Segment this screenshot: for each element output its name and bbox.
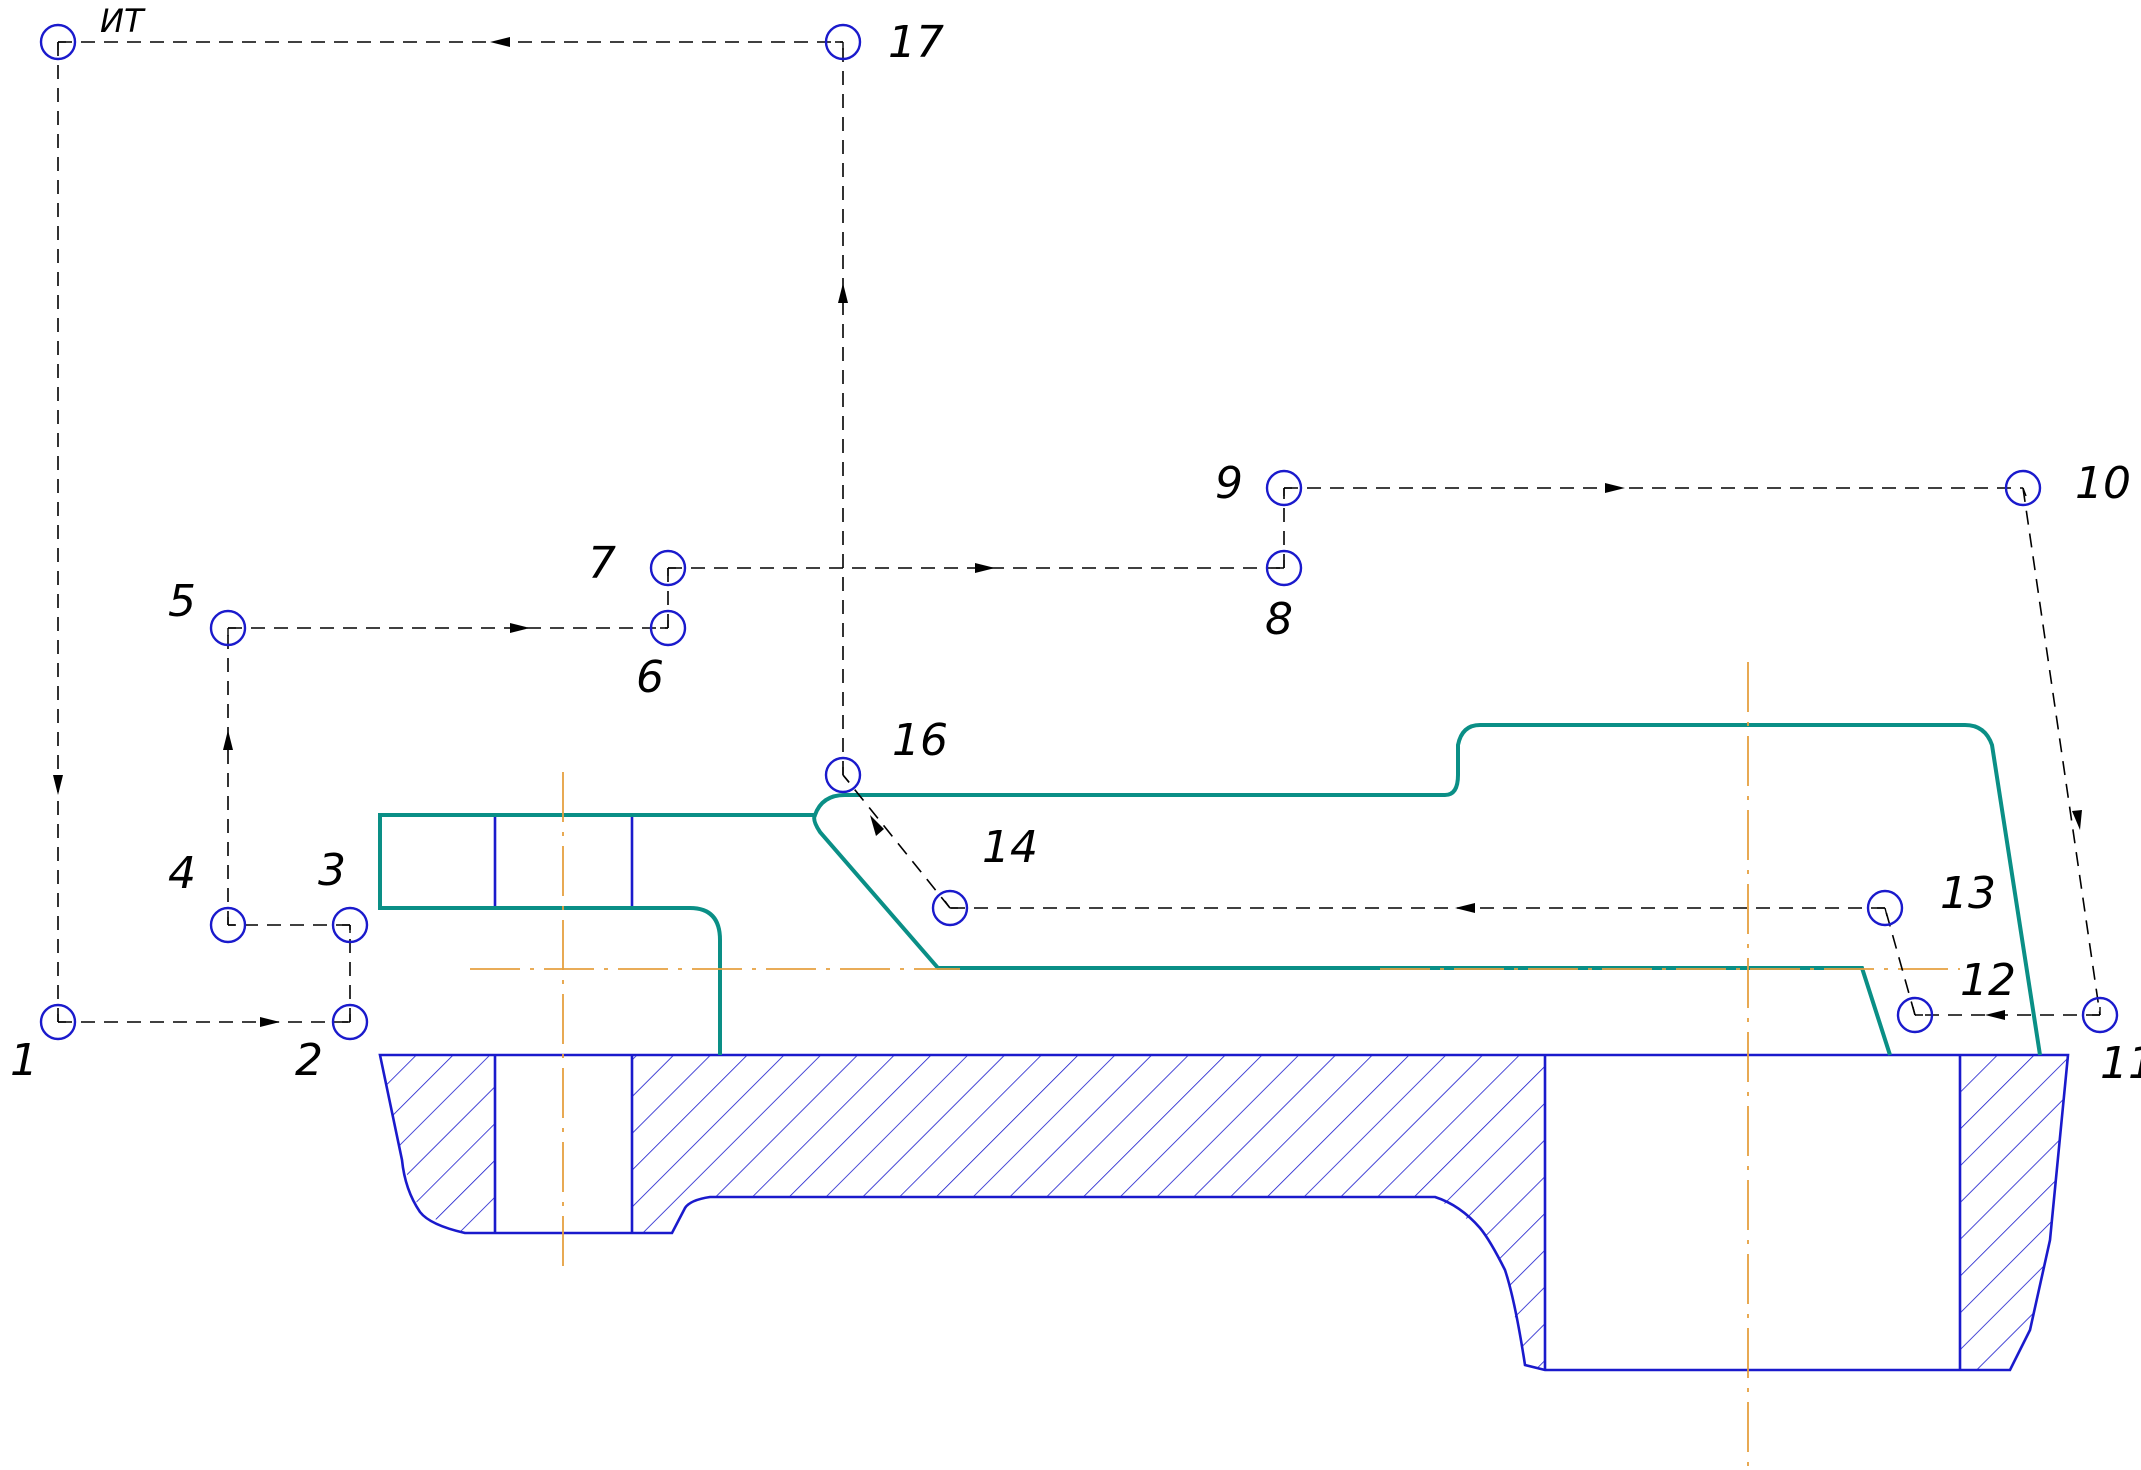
arrow-right-7-8	[975, 563, 995, 573]
arrow-down-10-11	[2072, 810, 2082, 830]
label-7: 7	[588, 538, 616, 589]
hatch-left	[380, 1055, 495, 1233]
direction-arrows	[53, 37, 2082, 1027]
label-2: 2	[295, 1035, 323, 1086]
arrow-left-11-12	[1985, 1010, 2005, 1020]
blank-contour	[378, 723, 2042, 1056]
node-7	[649, 549, 687, 587]
hatch-middle	[632, 1055, 1545, 1370]
center-axes	[470, 662, 1960, 1470]
node-2	[331, 1003, 369, 1041]
hatch-right	[1960, 1055, 2068, 1370]
node-3	[331, 906, 369, 944]
blank-outline	[378, 723, 2042, 1056]
node-17	[824, 23, 862, 61]
node-6	[649, 609, 687, 647]
hatch-sections	[380, 1055, 2068, 1370]
node-10	[2004, 469, 2042, 507]
node-5	[209, 609, 247, 647]
node-1	[39, 1003, 77, 1041]
label-9: 9	[1215, 458, 1243, 509]
point-labels: ИТ 1 2 3 4 5 6 7 8 9 10 11 12 13 14 16 1…	[10, 2, 2141, 1089]
path-10-11	[2022, 487, 2101, 1016]
blank-inner-contour	[812, 813, 1892, 1056]
tool-path	[57, 41, 2101, 1023]
label-1: 1	[10, 1035, 38, 1086]
label-12: 12	[1960, 955, 2016, 1006]
part-outline	[378, 815, 2070, 1372]
label-13: 13	[1940, 868, 1996, 919]
part-contour	[378, 1053, 2070, 1372]
label-16: 16	[892, 715, 948, 766]
arrow-down-left	[53, 775, 63, 795]
label-10: 10	[2075, 458, 2131, 509]
arrow-up-16-17	[838, 283, 848, 303]
arrow-right-5-6	[510, 623, 530, 633]
arrow-left-13-14	[1455, 903, 1475, 913]
label-5: 5	[168, 576, 196, 627]
node-8	[1265, 549, 1303, 587]
label-3: 3	[318, 845, 346, 896]
label-6: 6	[636, 652, 664, 703]
node-13	[1866, 889, 1904, 927]
label-8: 8	[1265, 594, 1293, 645]
label-it: ИТ	[100, 2, 146, 40]
node-9	[1265, 469, 1303, 507]
arrow-left-top	[490, 37, 510, 47]
path-nodes	[39, 23, 2119, 1041]
label-4: 4	[168, 848, 196, 899]
label-17: 17	[888, 17, 944, 68]
node-it	[39, 23, 77, 61]
arrow-right-9-10	[1605, 483, 1625, 493]
arrow-up-4-5	[223, 730, 233, 750]
node-14	[931, 889, 969, 927]
label-14: 14	[982, 822, 1038, 873]
node-12	[1896, 996, 1934, 1034]
label-11: 11	[2100, 1038, 2141, 1089]
path-12-13	[1884, 907, 1916, 1016]
node-16	[824, 756, 862, 794]
arrow-14-16	[870, 815, 884, 836]
node-4	[209, 906, 247, 944]
arrow-right-1-2	[260, 1017, 280, 1027]
node-11	[2081, 996, 2119, 1034]
path-14-16	[842, 774, 951, 909]
